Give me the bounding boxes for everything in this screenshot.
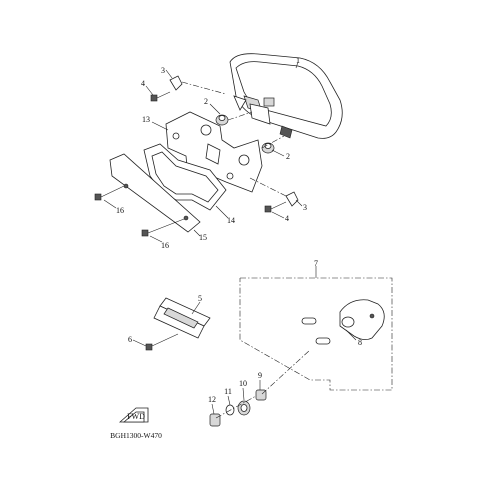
license-panel [109,153,201,233]
license-lamp-lens [153,297,211,339]
fwd-arrow-icon: FWD [118,407,149,423]
screw-upper [94,185,125,201]
callout-4b: 4 [285,214,289,223]
grommet-upper [215,114,229,126]
callout-5: 5 [198,294,202,303]
callout-3a: 3 [161,66,165,75]
callout-13: 13 [142,115,150,124]
callout-11: 11 [224,387,232,396]
callout-16b: 16 [161,241,169,250]
washer-upper [169,75,183,91]
callout-2b: 2 [286,152,290,161]
callout-7: 7 [314,259,318,268]
callout-9: 9 [258,371,262,380]
callout-10: 10 [239,379,247,388]
assembly-lines-upper [181,81,287,197]
screw-lower [141,218,185,237]
callout-4a: 4 [141,79,145,88]
washer-lower [285,191,299,207]
callout-8: 8 [358,338,362,347]
callout-1: 1 [296,56,300,65]
bulb-lower [315,337,331,345]
assembly-box [239,277,393,391]
callout-14: 14 [227,216,235,225]
callout-12: 12 [208,395,216,404]
spacer-part-10 [237,400,251,416]
grommet-lower [261,142,275,154]
callout-3b: 3 [303,203,307,212]
assembly-lines-lower [215,349,311,419]
callout-15: 15 [199,233,207,242]
callout-6: 6 [128,335,132,344]
bolt-upper [150,91,171,102]
callout-16a: 16 [116,206,124,215]
bolt-lower [264,201,287,213]
nut-part-12 [209,413,221,427]
tail-light-housing [229,53,343,139]
lens-screw [145,333,179,351]
callouts: 1 2 2 3 3 4 4 5 6 7 8 9 10 11 12 13 14 [103,56,362,415]
lamp-socket [339,299,385,340]
callout-2a: 2 [204,97,208,106]
fwd-label: FWD [127,412,145,421]
bulb-upper [301,317,317,325]
diagram-code: BGH1300-W470 [110,431,162,440]
